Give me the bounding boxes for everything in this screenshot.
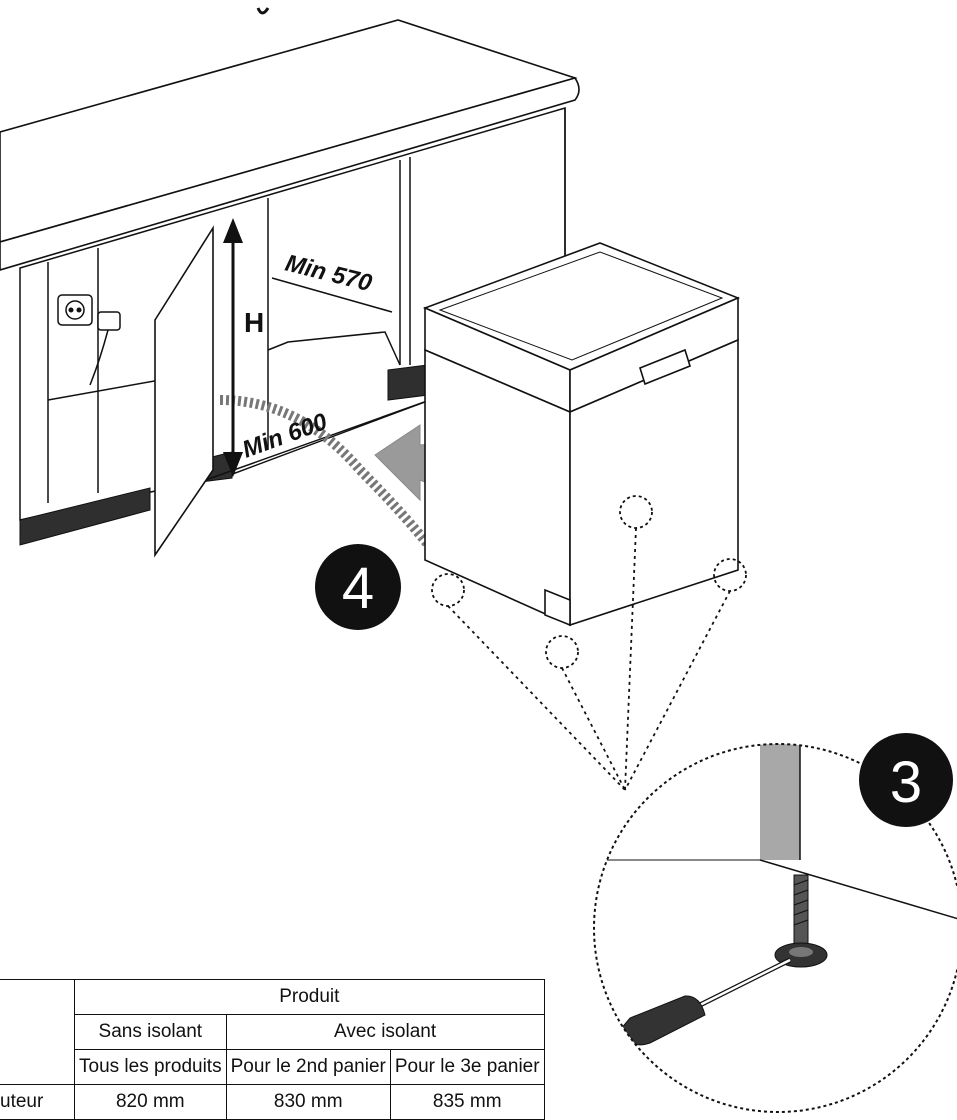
subheader-2nd-panier: Pour le 2nd panier — [225, 1049, 391, 1085]
step-4-badge: 4 — [315, 544, 401, 630]
cabinet-door — [154, 225, 214, 558]
table-header-produit: Produit — [74, 979, 545, 1015]
group-avec-isolant: Avec isolant — [225, 1014, 545, 1050]
subheader-3e-panier: Pour le 3e panier — [389, 1049, 545, 1085]
svg-text:3: 3 — [890, 750, 922, 815]
height-label: H — [244, 307, 264, 338]
countertop — [0, 19, 580, 271]
value-3e-panier: 835 mm — [389, 1084, 545, 1120]
leader-lines — [447, 527, 731, 791]
dishwasher — [422, 242, 741, 627]
step-3-badge: 3 — [859, 733, 953, 827]
value-2nd-panier: 830 mm — [225, 1084, 391, 1120]
dimensions-table: Produit Sans isolant Avec isolant Tous l… — [0, 979, 545, 1120]
depth-top-line — [271, 277, 393, 313]
zoom-detail — [593, 743, 957, 1113]
group-sans-isolant: Sans isolant — [74, 1014, 227, 1050]
table-corner — [0, 979, 75, 1085]
socket-icon — [57, 294, 121, 386]
top-mark — [256, 7, 270, 15]
drain-hose — [219, 395, 444, 564]
niche-floor — [199, 399, 431, 483]
row-label-hauteur: uteur — [0, 1084, 75, 1120]
subheader-tous-produits: Tous les produits — [74, 1049, 227, 1085]
svg-text:4: 4 — [342, 556, 374, 621]
value-tous-produits: 820 mm — [74, 1084, 227, 1120]
height-arrow — [223, 218, 243, 477]
